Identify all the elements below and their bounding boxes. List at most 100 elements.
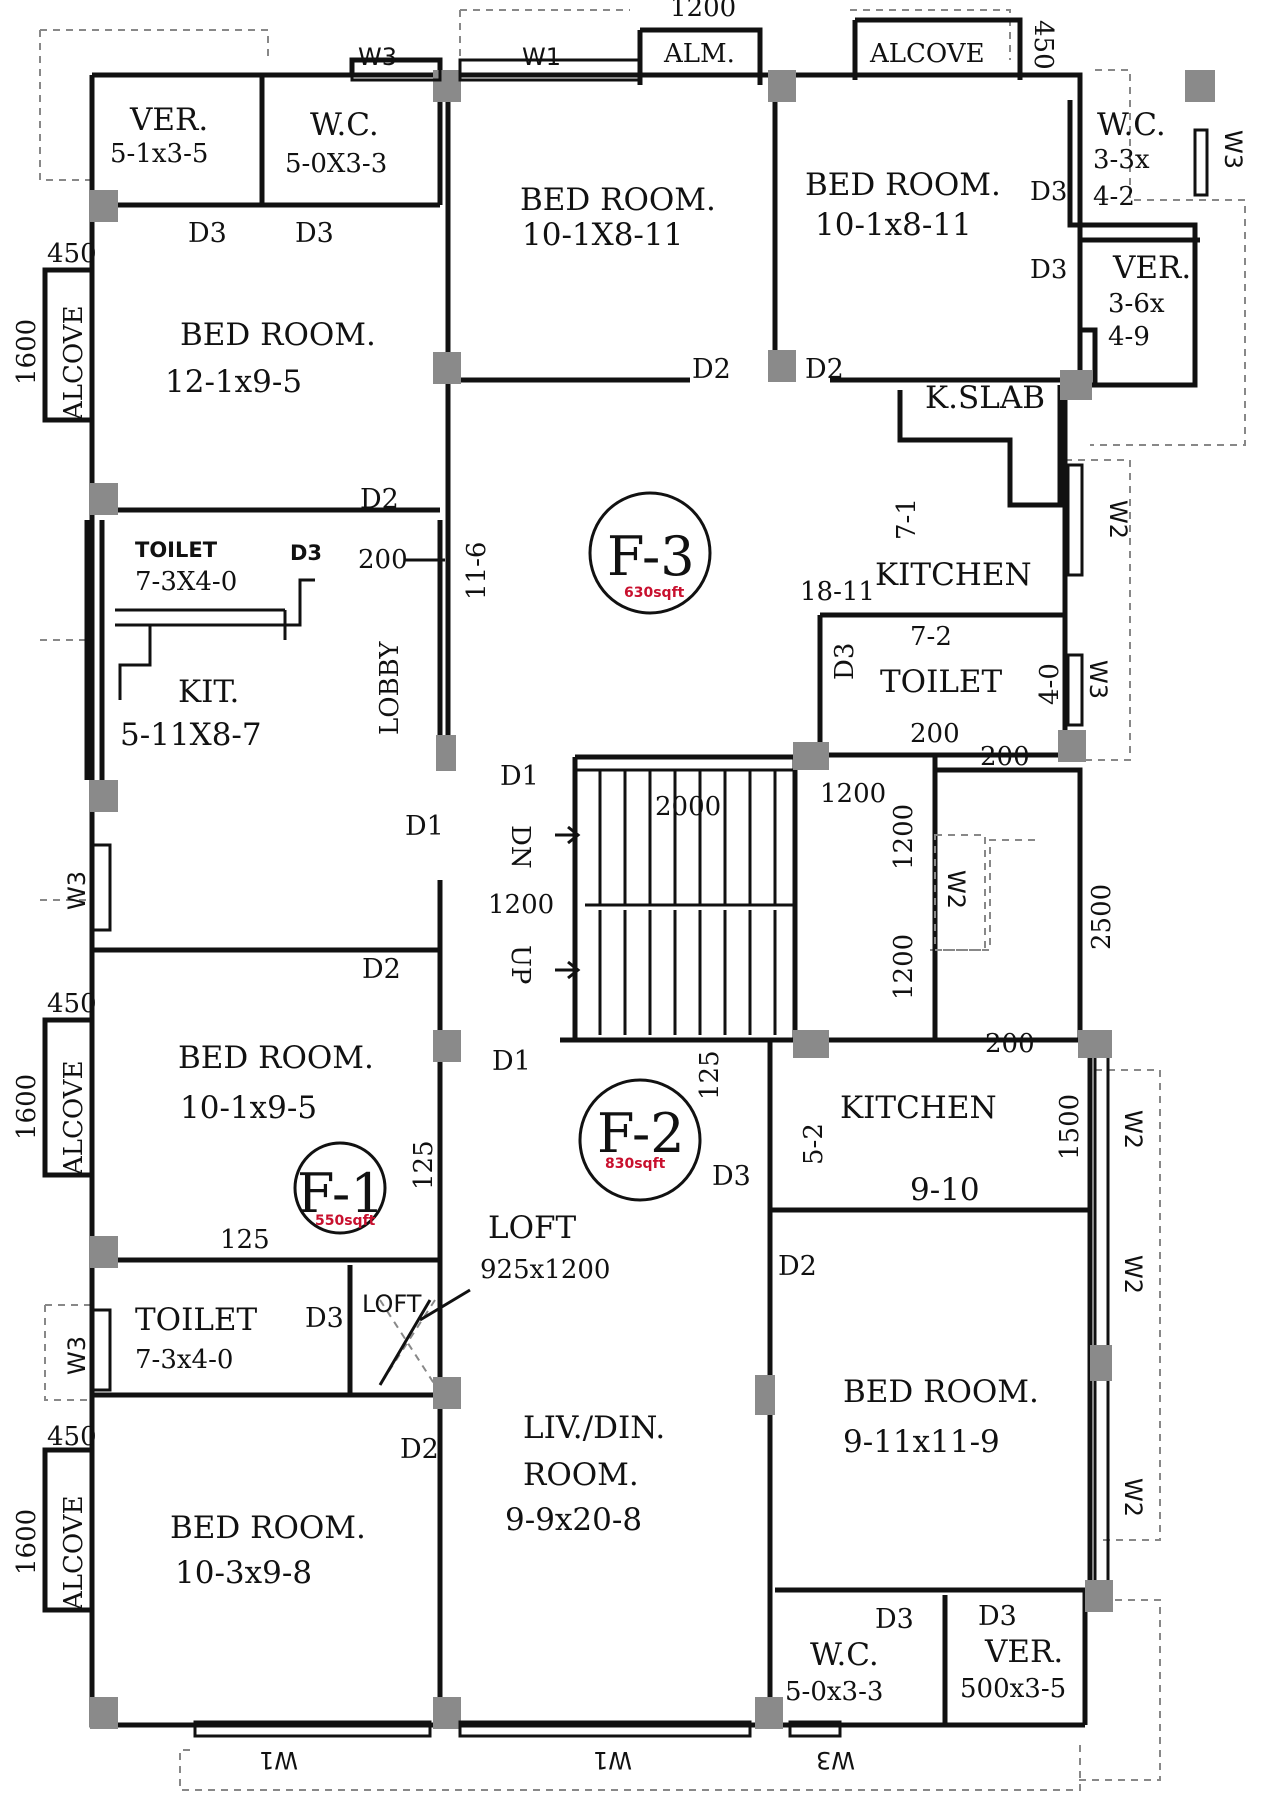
w3-label-left: W3 — [63, 871, 91, 910]
flat-f2-area: 830sqft — [605, 1156, 666, 1172]
door-d2: D2 — [778, 1251, 817, 1282]
dim-450-l3: 450 — [47, 1422, 97, 1452]
dim-11-6: 11-6 — [462, 542, 492, 600]
flat-badge-f2 — [578, 1078, 702, 1202]
dim-125-a: 125 — [220, 1225, 270, 1255]
door-d2: D2 — [805, 354, 844, 385]
door-d1: D1 — [500, 761, 539, 792]
dim-1600-l3: 1600 — [12, 1509, 42, 1575]
stairs-block: 2000 DN UP 1200 1200 1200 1200 W2 2500 2… — [488, 779, 1117, 1100]
stair-width: 2000 — [655, 792, 721, 822]
stair-up: UP — [505, 945, 535, 984]
w1-label-b2: W1 — [593, 1746, 632, 1774]
door-d3: D3 — [305, 1303, 344, 1334]
dim-200-b: 200 — [980, 742, 1030, 772]
wc-tr-size-a: 3-3x — [1093, 145, 1150, 175]
bed-r2-name: BED ROOM. — [843, 1374, 1039, 1410]
bed-tm-name: BED ROOM. — [520, 182, 716, 218]
flat-badge-f3 — [588, 491, 712, 615]
toilet-l-size: 7-3x4-0 — [135, 1345, 233, 1375]
kitchen-f2-name: KITCHEN — [840, 1090, 997, 1126]
bed-l2-size: 10-1x9-5 — [180, 1090, 317, 1126]
w2-label-f3: W2 — [1104, 500, 1132, 539]
ver-br-size: 500x3-5 — [960, 1674, 1066, 1704]
alcove-l1: ALCOVE — [59, 305, 89, 421]
door-d1: D1 — [405, 811, 444, 842]
kitchen-f3-name: KITCHEN — [875, 557, 1032, 593]
wc-tl-name: W.C. — [310, 107, 379, 143]
toilet-f3-dim-b: 4-0 — [1035, 663, 1065, 705]
w3-label-b: W3 — [816, 1746, 855, 1774]
livdin-size: 9-9x20-8 — [505, 1502, 642, 1538]
door-d1: D1 — [492, 1046, 531, 1077]
stair-dn: DN — [505, 825, 535, 869]
flat-badge-f1 — [293, 1141, 387, 1235]
kitchen-f2-dim-a: 5-2 — [799, 1123, 829, 1165]
door-d3: D3 — [978, 1601, 1017, 1632]
bed-l1-size: 12-1x9-5 — [165, 364, 302, 400]
dim-200-lobby: 200 — [358, 545, 408, 575]
left-upper-block: BED ROOM. 12-1x9-5 450 ALCOVE 1600 — [12, 239, 376, 421]
wc-br-name: W.C. — [810, 1637, 879, 1673]
w2-label-stair: W2 — [942, 870, 970, 909]
left-middle-block: D2 BED ROOM. 10-1x9-5 D1 450 ALCOVE 1600… — [12, 954, 531, 1255]
toilet-l-name: TOILET — [135, 1302, 258, 1338]
dim-200-c: 200 — [985, 1029, 1035, 1059]
w2-label-r1: W2 — [1119, 1110, 1147, 1149]
door-d3: D3 — [830, 643, 860, 680]
livdin-name-b: ROOM. — [523, 1457, 639, 1493]
bed-l2-name: BED ROOM. — [178, 1040, 374, 1076]
ver-tl-name: VER. — [129, 102, 208, 138]
toilet-f1-size: 7-3X4-0 — [135, 567, 237, 597]
dim-450-l1: 450 — [47, 239, 97, 269]
bed-l3-name: BED ROOM. — [170, 1510, 366, 1546]
dim-1200-r3: 1200 — [889, 934, 919, 1000]
door-d2: D2 — [692, 354, 731, 385]
flat-f1-area: 550sqft — [315, 1213, 376, 1229]
kit-f1-name: KIT. — [178, 674, 239, 710]
columns — [90, 70, 1215, 1729]
w3-label-tr: W3 — [1219, 130, 1247, 169]
loft-name: LOFT — [488, 1210, 577, 1246]
door-d3: D3 — [290, 541, 322, 565]
kslab-name: K.SLAB — [925, 380, 1045, 416]
wc-tr-name: W.C. — [1097, 107, 1166, 143]
lower-block: BED ROOM. 9-11x11-9 LIV./DIN. ROOM. 9-9x… — [12, 1374, 1147, 1774]
dim-450-tr: 450 — [1028, 20, 1058, 70]
dim-125-stair: 125 — [695, 1050, 725, 1100]
bed-r2-size: 9-11x11-9 — [843, 1424, 1000, 1460]
lobby-block: TOILET 7-3X4-0 D3 200 11-6 KIT. 5-11X8-7… — [63, 538, 539, 910]
bed-tr-size: 10-1x8-11 — [815, 207, 972, 243]
ver-tr-name: VER. — [1112, 250, 1191, 286]
flat-f2-id: F-2 — [597, 1102, 685, 1165]
wc-tl-size: 5-0X3-3 — [285, 149, 387, 179]
ver-br-name: VER. — [984, 1634, 1063, 1670]
dim-1200-top: 1200 — [670, 0, 736, 23]
wc-tr-size-b: 4-2 — [1093, 182, 1135, 212]
w3-label-top: W3 — [358, 43, 397, 71]
toilet-f1-name: TOILET — [135, 538, 218, 562]
w3-label-f3: W3 — [1084, 660, 1112, 699]
door-d3: D3 — [875, 1604, 914, 1635]
door-d3: D3 — [295, 218, 334, 249]
loft-block: LOFT 925x1200 LOFT TOILET 7-3x4-0 D3 W3 — [63, 1210, 610, 1375]
door-d3: D3 — [1030, 177, 1067, 207]
kitchen-f2-size: 9-10 — [910, 1172, 980, 1208]
door-d3: D3 — [712, 1161, 751, 1192]
alm-label: ALM. — [663, 39, 735, 69]
bed-tr-name: BED ROOM. — [805, 167, 1001, 203]
ver-tr-size-a: 3-6x — [1108, 289, 1165, 319]
lobby-label: LOBBY — [375, 641, 405, 735]
projection-outlines — [39, 9, 1246, 1791]
top-row-labels: VER. 5-1x3-5 W.C. 5-0X3-3 W3 W1 ALM. ALC… — [110, 0, 1247, 352]
loft-small: LOFT — [362, 1290, 422, 1318]
wc-br-size: 5-0x3-3 — [785, 1677, 883, 1707]
bed-l1-name: BED ROOM. — [180, 317, 376, 353]
dim-1200-r2: 1200 — [889, 804, 919, 870]
w1-label-top: W1 — [522, 43, 561, 71]
flat-f3-area: 630sqft — [624, 585, 685, 601]
dim-1200-r1: 1200 — [820, 779, 886, 809]
bed-tm-size: 10-1X8-11 — [522, 217, 683, 253]
flat-f1-id: F-1 — [297, 1162, 385, 1225]
stair-landing: 1200 — [488, 890, 554, 920]
